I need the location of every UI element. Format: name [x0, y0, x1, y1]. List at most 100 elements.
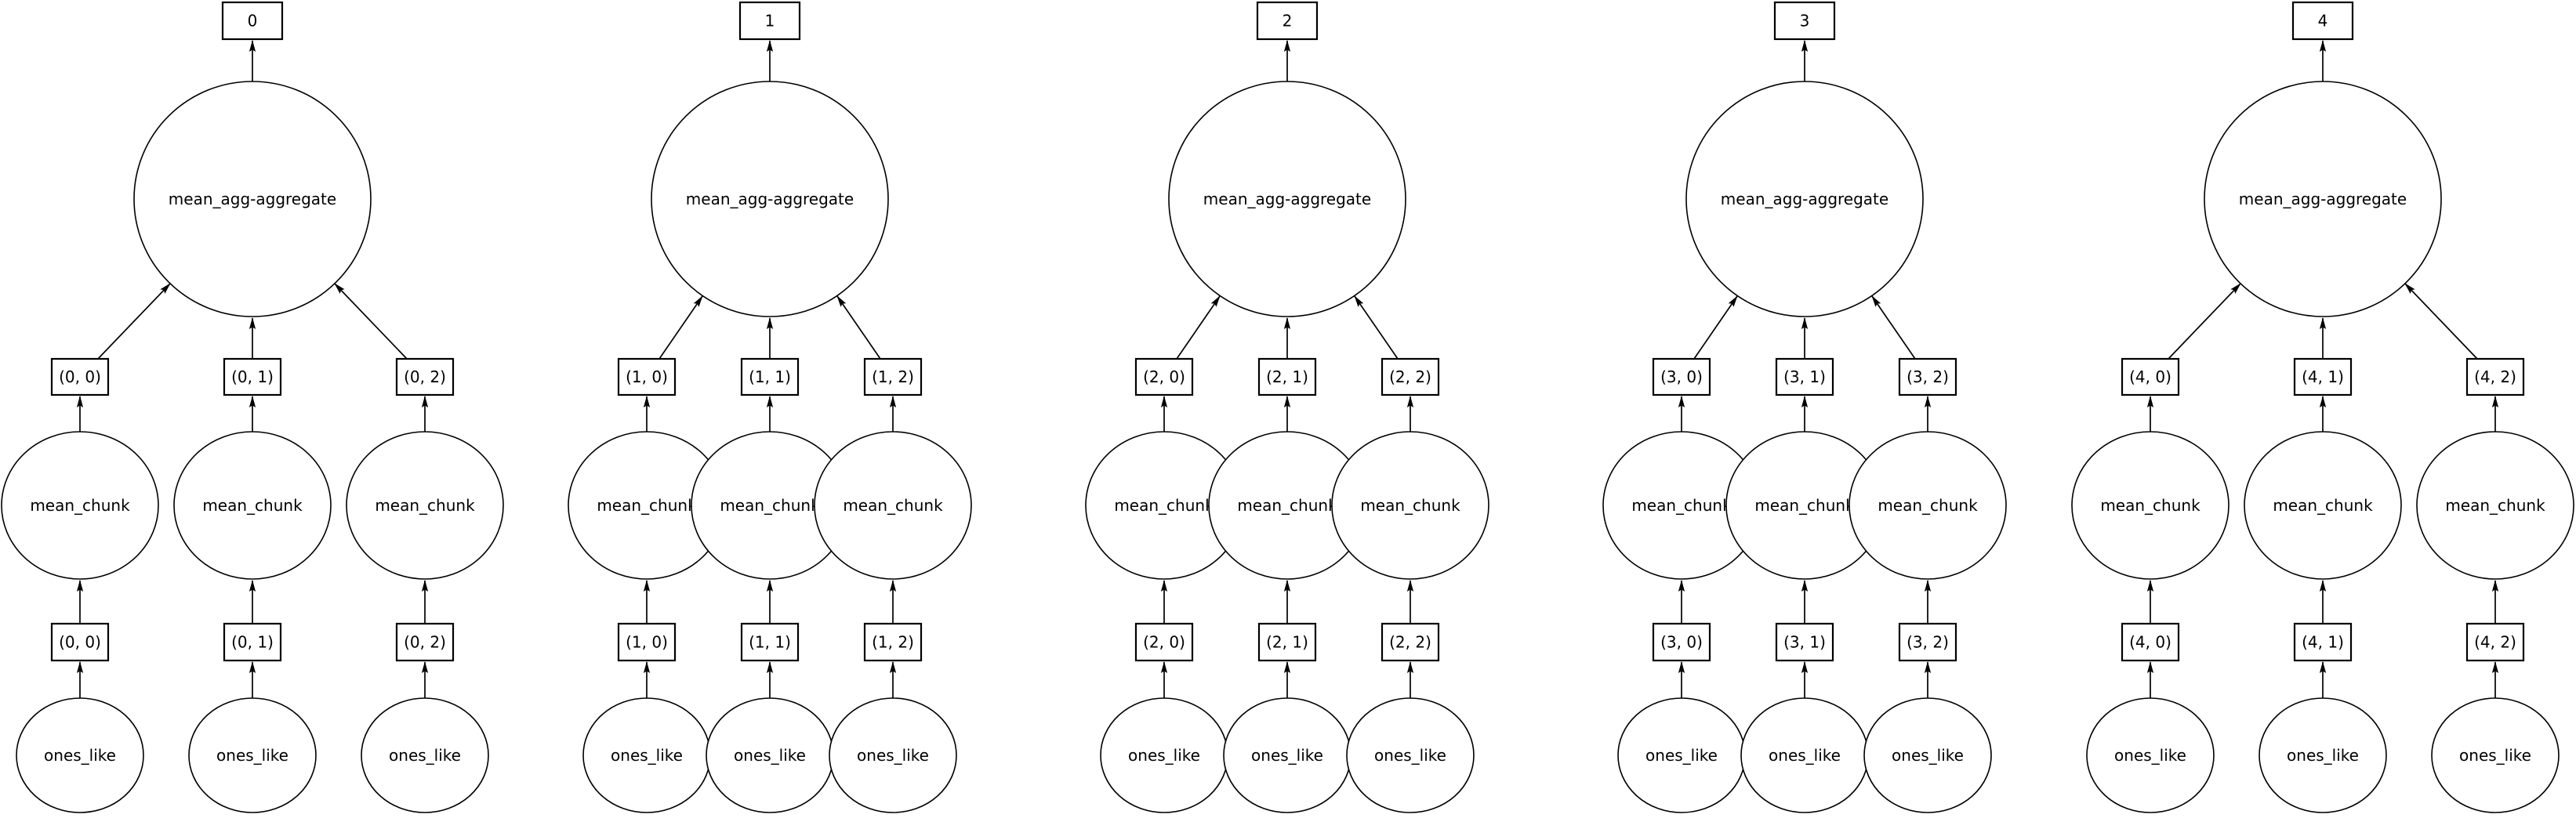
edge-arrow: [836, 295, 881, 360]
chunk-node-label: mean_chunk: [597, 496, 697, 515]
output-box-label: 3: [1800, 12, 1810, 31]
upper-key-label: (4, 0): [2129, 367, 2171, 386]
leaf-node-label: ones_like: [1769, 746, 1841, 765]
lower-key-label: (0, 1): [231, 633, 274, 652]
upper-key-box: [1134, 357, 1194, 396]
upper-key-box: [2465, 357, 2525, 396]
leaf-node-label: ones_like: [216, 746, 288, 765]
edge-arrow: [1354, 295, 1399, 360]
upper-key-label: (0, 0): [59, 367, 101, 386]
lower-key-label: (2, 1): [1266, 633, 1308, 652]
leaf-node-label: ones_like: [611, 746, 683, 765]
upper-key-box: [395, 357, 455, 396]
chunk-node-label: mean_chunk: [375, 496, 475, 515]
upper-key-box: [50, 357, 110, 396]
aggregate-node: [1685, 81, 1924, 317]
leaf-node: [188, 697, 317, 813]
aggregate-node: [133, 81, 372, 317]
upper-key-box: [2293, 357, 2353, 396]
lower-key-box: [863, 622, 923, 662]
leaf-node-label: ones_like: [389, 746, 461, 765]
aggregate-node-label: mean_agg-aggregate: [1721, 190, 1888, 208]
chunk-node: [2416, 431, 2574, 580]
lower-key-box: [1775, 622, 1834, 662]
lower-key-box: [2465, 622, 2525, 662]
chunk-node-label: mean_chunk: [1754, 496, 1855, 515]
chunk-node-label: mean_chunk: [2445, 496, 2545, 515]
upper-key-box: [740, 357, 800, 396]
leaf-node-label: ones_like: [44, 746, 116, 765]
upper-key-label: (2, 0): [1143, 367, 1185, 386]
leaf-node-label: ones_like: [857, 746, 929, 765]
lower-key-label: (3, 2): [1907, 633, 1949, 652]
edge-arrow: [2168, 283, 2241, 360]
output-box: [1773, 1, 1836, 41]
chunk-node: [2244, 431, 2402, 580]
lower-key-box: [50, 622, 110, 662]
upper-key-label: (2, 1): [1266, 367, 1308, 386]
chunk-node-label: mean_chunk: [202, 496, 303, 515]
chunk-node: [173, 431, 332, 580]
leaf-node-label: ones_like: [1128, 746, 1200, 765]
leaf-node: [2086, 697, 2215, 813]
lower-key-label: (3, 0): [1660, 633, 1703, 652]
upper-key-box: [2121, 357, 2180, 396]
lower-key-box: [223, 622, 282, 662]
chunk-node: [814, 431, 972, 580]
chunk-node-label: mean_chunk: [1114, 496, 1214, 515]
lower-key-box: [395, 622, 455, 662]
aggregate-node: [651, 81, 889, 317]
edge-arrow: [2404, 283, 2478, 360]
output-box: [221, 1, 284, 41]
edge-arrow: [659, 295, 703, 360]
lower-key-label: (0, 2): [404, 633, 446, 652]
leaf-node: [2431, 697, 2560, 813]
upper-key-label: (2, 2): [1389, 367, 1431, 386]
leaf-node-label: ones_like: [2459, 746, 2531, 765]
leaf-node-label: ones_like: [1374, 746, 1446, 765]
chunk-node: [2071, 431, 2230, 580]
chunk-node-label: mean_chunk: [843, 496, 943, 515]
edge-arrow: [1871, 295, 1916, 360]
chunk-node: [346, 431, 504, 580]
upper-key-label: (1, 0): [626, 367, 668, 386]
output-box-label: 1: [765, 12, 775, 31]
edge-arrow: [97, 283, 171, 360]
leaf-node-label: ones_like: [1645, 746, 1718, 765]
upper-key-box: [617, 357, 677, 396]
leaf-node-label: ones_like: [734, 746, 806, 765]
upper-key-label: (4, 2): [2474, 367, 2516, 386]
edge-arrow: [334, 283, 408, 360]
upper-key-label: (0, 1): [231, 367, 274, 386]
output-box: [1256, 1, 1319, 41]
upper-key-box: [863, 357, 923, 396]
chunk-node-label: mean_chunk: [2100, 496, 2200, 515]
upper-key-box: [1898, 357, 1957, 396]
lower-key-box: [1652, 622, 1711, 662]
upper-key-box: [1652, 357, 1711, 396]
lower-key-box: [2121, 622, 2180, 662]
upper-key-label: (4, 1): [2302, 367, 2344, 386]
chunk-node-label: mean_chunk: [1360, 496, 1460, 515]
lower-key-label: (0, 0): [59, 633, 101, 652]
chunk-node: [1, 431, 159, 580]
lower-key-label: (2, 2): [1389, 633, 1431, 652]
upper-key-label: (3, 2): [1907, 367, 1949, 386]
leaf-node-label: ones_like: [2287, 746, 2359, 765]
chunk-node-label: mean_chunk: [1237, 496, 1337, 515]
upper-key-box: [1257, 357, 1317, 396]
upper-key-label: (1, 1): [749, 367, 791, 386]
lower-key-label: (2, 0): [1143, 633, 1185, 652]
upper-key-box: [1775, 357, 1834, 396]
chunk-node-label: mean_chunk: [2273, 496, 2373, 515]
leaf-node-label: ones_like: [2114, 746, 2186, 765]
leaf-node-label: ones_like: [1892, 746, 1964, 765]
lower-key-label: (3, 1): [1783, 633, 1826, 652]
upper-key-label: (3, 0): [1660, 367, 1703, 386]
lower-key-label: (4, 0): [2129, 633, 2171, 652]
